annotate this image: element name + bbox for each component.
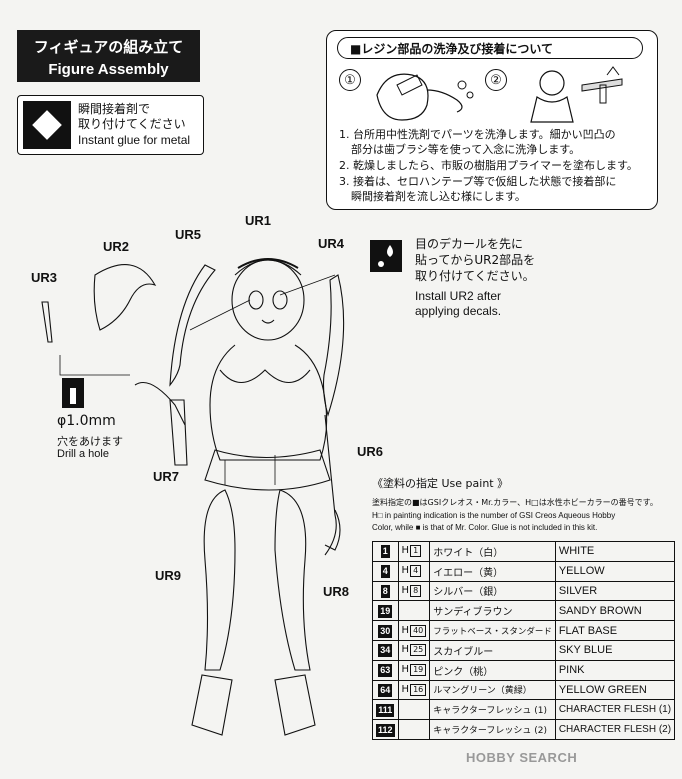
label-ur3: UR3 (31, 270, 58, 285)
paint-name-jp: スカイブルー (429, 639, 556, 661)
label-ur2: UR2 (103, 239, 130, 254)
paint-note2: H□ in painting indication is the number … (372, 511, 616, 520)
hobby-color-number: 16 (410, 683, 427, 696)
mr-color-number: 1 (380, 545, 390, 559)
drill-size: φ1.0mm (57, 413, 116, 429)
washing-illustration (376, 73, 474, 121)
paint-name-jp: ホワイト（白） (429, 541, 556, 562)
resin-cleaning-box: ■レジン部品の洗浄及び接着について ① ② 1. 台所用中性洗剤でパーツを洗浄し… (326, 30, 658, 210)
paint-name-en: SKY BLUE (554, 639, 676, 661)
paint-name-en: FLAT BASE (554, 620, 676, 641)
mr-color-number: 111 (376, 703, 395, 717)
mr-color-number: 19 (378, 604, 393, 618)
paint-name-en: SILVER (554, 580, 676, 602)
decal-note-en2: applying decals. (415, 304, 502, 318)
label-ur6: UR6 (357, 444, 384, 459)
paint-name-jp: ルマングリーン（黄緑） (429, 679, 556, 701)
header-title-jp: フィギュアの組み立て (33, 38, 184, 56)
watermark: HOBBY SEARCH (466, 750, 578, 765)
glue-drop-icon (370, 240, 402, 272)
drill-note-en: Drill a hole (57, 448, 109, 460)
paint-name-en: CHARACTER FLESH (2) (554, 719, 676, 740)
glue-note-jp1: 瞬間接着剤で (78, 102, 151, 116)
decal-note-en1: Install UR2 after (415, 289, 502, 303)
drill-note-jp: 穴をあけます (57, 435, 123, 448)
mr-color-number: 30 (378, 624, 393, 638)
decal-note-jp2: 貼ってからUR2部品を (415, 253, 536, 267)
primer-illustration (530, 66, 623, 123)
mr-color-number: 4 (380, 565, 390, 579)
paint-name-jp: シルバー（銀） (429, 580, 556, 602)
mr-color-number: 63 (378, 664, 393, 678)
resin-step-line1: 1. 台所用中性洗剤でパーツを洗浄します。細かい凹凸の (339, 128, 616, 141)
diamond-glue-icon (23, 101, 71, 149)
drill-bit-icon (62, 378, 84, 408)
paint-name-jp: キャラクターフレッシュ (1) (429, 699, 556, 721)
paint-heading: 《塗料の指定 Use paint 》 (372, 477, 509, 490)
decal-note-jp1: 目のデカールを先に (415, 237, 524, 251)
paint-name-en: SANDY BROWN (554, 600, 676, 622)
paint-name-jp: フラットベース・スタンダード (429, 620, 556, 641)
hobby-color-number: 8 (410, 584, 422, 597)
hobby-color-number: 25 (410, 644, 427, 657)
label-ur4: UR4 (318, 236, 345, 251)
mr-color-number: 8 (380, 584, 390, 598)
label-ur9: UR9 (155, 568, 182, 583)
mr-color-number: 112 (376, 723, 395, 737)
step2-number: ② (485, 69, 507, 91)
paint-name-en: YELLOW GREEN (554, 679, 676, 701)
paint-name-jp: イエロー（黄） (429, 560, 556, 582)
resin-step-line3: 2. 乾燥しましたら、市販の樹脂用プライマーを塗布します。 (339, 159, 638, 172)
resin-step-line5: 瞬間接着剤を流し込む様にします。 (351, 190, 526, 203)
hobby-color-number: 1 (410, 545, 422, 558)
label-ur1: UR1 (245, 213, 272, 228)
resin-step-line4: 3. 接着は、セロハンテープ等で仮組した状態で接着部に (339, 175, 617, 188)
mr-color-number: 34 (378, 644, 393, 658)
label-ur7: UR7 (153, 469, 180, 484)
glue-note-en: Instant glue for metal (78, 133, 191, 147)
hobby-color-number: 4 (410, 565, 422, 578)
glue-note-jp2: 取り付けてください (78, 117, 186, 131)
paint-name-en: PINK (554, 659, 676, 681)
table-row: 112 キャラクターフレッシュ (2)CHARACTER FLESH (2) (372, 719, 676, 740)
hobby-color-number: 19 (410, 664, 427, 677)
paint-note1: 塗料指定の■はGSIクレオス・Mr.カラー、H□は水性ホビーカラーの番号です。 (372, 498, 658, 507)
paint-name-jp: サンディブラウン (429, 600, 556, 622)
paint-name-jp: キャラクターフレッシュ (2) (429, 719, 556, 740)
section-header: フィギュアの組み立て Figure Assembly (17, 30, 200, 82)
step1-number: ① (339, 69, 361, 91)
paint-name-en: WHITE (554, 541, 676, 562)
hobby-color-number: 40 (410, 624, 427, 637)
glue-note: 瞬間接着剤で 取り付けてください Instant glue for metal (17, 95, 204, 155)
decal-note-jp3: 取り付けてください。 (415, 269, 535, 283)
label-ur8: UR8 (323, 584, 350, 599)
paint-name-jp: ピンク（桃） (429, 659, 556, 681)
label-ur5: UR5 (175, 227, 202, 242)
resin-step-line2: 部分は歯ブラシ等を使って入念に洗浄します。 (351, 143, 581, 156)
paint-name-en: YELLOW (554, 560, 676, 582)
header-title-en: Figure Assembly (48, 61, 169, 78)
paint-note3: Color, while ■ is that of Mr. Color. Glu… (372, 523, 598, 532)
paint-name-en: CHARACTER FLESH (1) (554, 699, 676, 721)
figure-illustration (41, 258, 345, 736)
resin-box-title: ■レジン部品の洗浄及び接着について (337, 37, 643, 59)
table-row: 111 キャラクターフレッシュ (1)CHARACTER FLESH (1) (372, 699, 676, 721)
mr-color-number: 64 (378, 683, 393, 697)
